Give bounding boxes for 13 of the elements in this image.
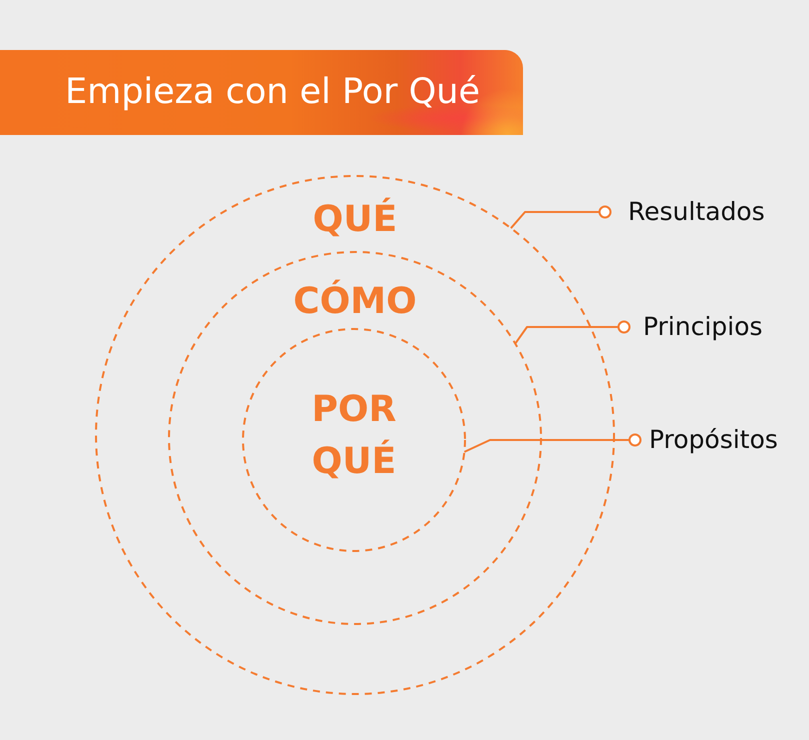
ring-label: POR QUÉ [310, 388, 398, 484]
callout-label: Propósitos [649, 424, 778, 456]
ring-label: CÓMO [293, 278, 417, 324]
leader-line [514, 320, 630, 344]
leader-line [464, 434, 642, 453]
callout-label: Resultados [628, 196, 765, 228]
callout-label: Principios [643, 311, 763, 343]
leader-line [510, 206, 612, 229]
inner-ring [242, 328, 466, 552]
middle-ring [168, 251, 542, 625]
outer-ring [95, 175, 615, 695]
title: Empieza con el Por Qué [65, 71, 480, 114]
ring-label: QUÉ [312, 196, 398, 242]
